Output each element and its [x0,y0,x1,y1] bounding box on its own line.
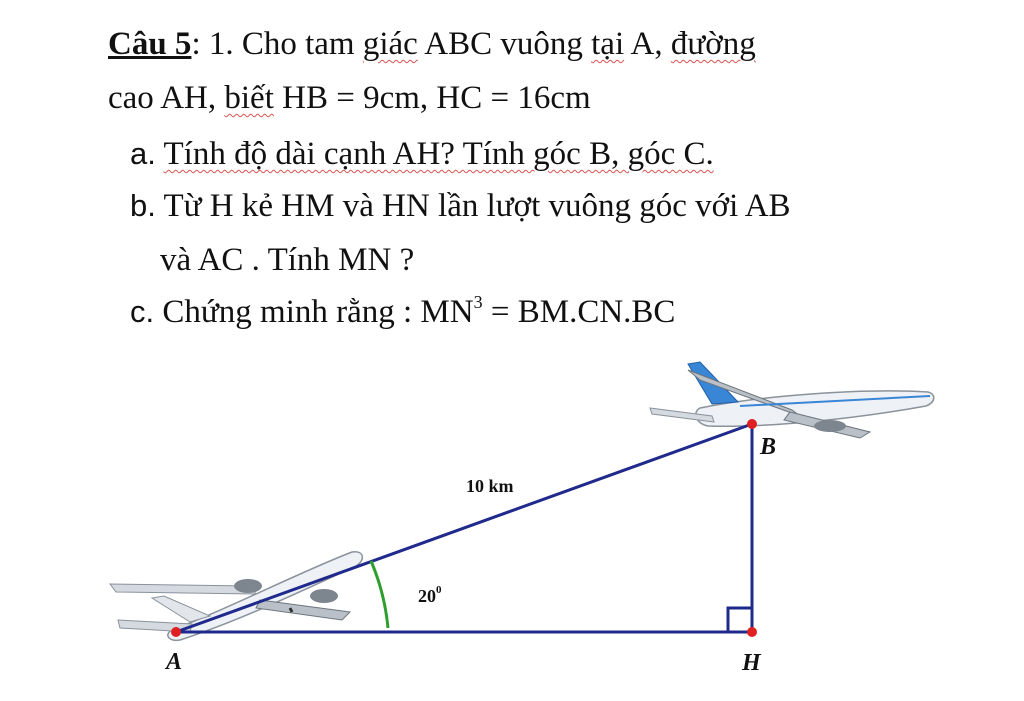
part-b-marker: b. [130,188,156,223]
angle-arc [369,560,390,629]
intro-text: tại [591,26,625,62]
intro-text: : 1. Cho tam [191,26,355,62]
airplane-b-icon [649,361,935,439]
intro-text: biết [224,80,274,116]
part-c-math: MN3 = BM.CN.BC [420,292,676,330]
angle-label: 200 [418,584,442,606]
vertex-h [747,627,757,637]
intro-text: giác [362,26,418,62]
distance-label: 10 km [466,476,514,496]
problem-title: Câu 5 [108,26,192,62]
airplane-a-icon [108,551,364,642]
part-a-text: Tính độ dài cạnh AH? Tính góc B, góc C. [163,136,714,172]
label-h: H [741,650,762,676]
angle-degree: 0 [436,584,442,596]
label-b: B [759,434,776,460]
label-a: A [164,649,182,675]
part-b-text: Từ H kẻ HM và HN lần lượt vuông góc với … [163,188,791,224]
vertex-a [171,627,181,637]
vertex-b [747,419,757,429]
triangle-figure: A B H 10 km 200 [108,361,935,676]
part-a-marker: a. [130,136,156,171]
part-c-marker: c. [130,294,155,329]
problem-line-2: cao AH, biết HB = 9cm, HC = 16cm [108,78,591,118]
part-b-continued: và AC . Tính MN ? [160,240,414,280]
angle-value: 20 [418,586,436,606]
exponent: 3 [473,292,483,312]
right-angle-marker [726,606,752,632]
part-b-cont-text: và AC . Tính MN ? [160,242,415,278]
intro-text: A, [630,26,663,62]
intro-text: đường [670,26,756,62]
intro-text: cao AH, [108,80,217,116]
product-term: = BM.CN.BC [490,294,676,330]
part-c: c. Chứng minh rằng : MN3 = BM.CN.BC [130,292,675,332]
part-b: b. Từ H kẻ HM và HN lần lượt vuông góc v… [130,186,791,226]
part-c-text: Chứng minh rằng : [162,294,413,330]
part-a: a. Tính độ dài cạnh AH? Tính góc B, góc … [130,134,714,174]
side-ab [175,422,753,634]
given-values: HB = 9cm, HC = 16cm [282,80,591,116]
problem-heading-line: Câu 5: 1. Cho tam giác ABC vuông tại A, … [108,24,756,64]
intro-text: ABC vuông [424,26,583,62]
mn-term: MN [420,294,474,330]
